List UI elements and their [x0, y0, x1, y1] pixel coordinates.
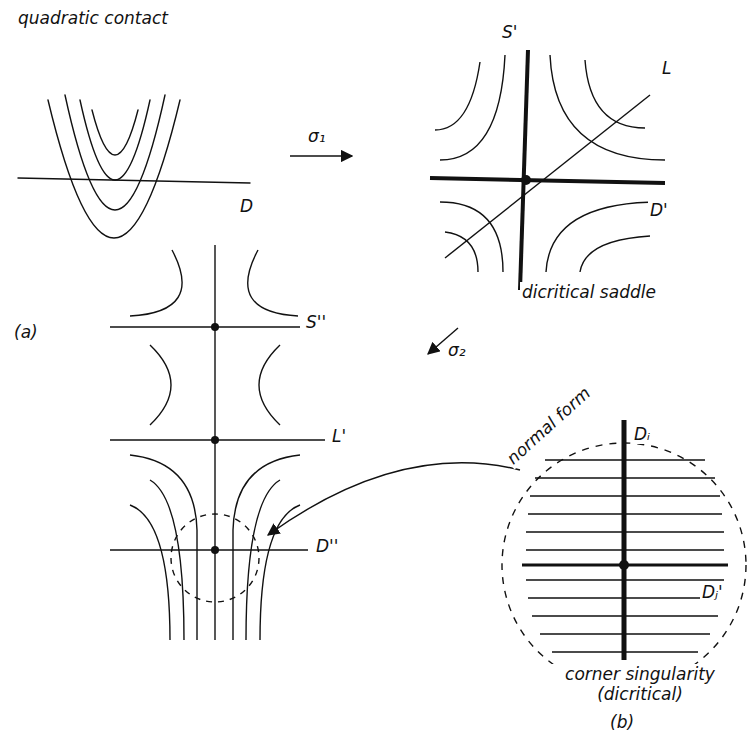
- leaf-curve: [440, 202, 503, 272]
- leaf-curve: [435, 62, 480, 130]
- divisor-line: [110, 326, 300, 327]
- leaf-curve: [246, 480, 280, 640]
- label-text: L': [330, 426, 348, 446]
- label-text: corner singularity (dicritical): [548, 664, 732, 705]
- label-text: D'': [314, 536, 340, 556]
- leaf-curve: [585, 60, 645, 128]
- leaf-curve: [65, 95, 165, 210]
- label-text: dicritical saddle: [520, 282, 658, 302]
- label-text: (b): [608, 712, 636, 732]
- blowup-arrow: [290, 155, 352, 156]
- singular-point: [619, 560, 629, 570]
- label-text: σ₁: [306, 126, 328, 146]
- panel-dicritical-saddle: [430, 50, 665, 290]
- leaf-curve: [445, 232, 478, 272]
- label-text: D: [238, 196, 255, 216]
- leaf-curve: [260, 505, 300, 640]
- divisor-line: [430, 178, 665, 183]
- label-text: σ₂: [446, 340, 468, 360]
- label-text: L: [660, 58, 673, 78]
- label-text: S': [500, 22, 519, 42]
- leaf-curve: [546, 202, 660, 272]
- divisor-line: [18, 178, 250, 183]
- leaf-curve: [580, 236, 650, 272]
- leaf-curve: [130, 250, 182, 316]
- blowup-arrows: [268, 156, 520, 535]
- label-text: S'': [304, 312, 328, 332]
- leaf-curve: [48, 100, 180, 238]
- panel-second-blowup: [110, 245, 325, 640]
- leaf-curve: [150, 480, 184, 640]
- leaf-curve: [440, 55, 505, 160]
- leaf-curve: [80, 100, 150, 180]
- divisor-line: [520, 50, 528, 290]
- panel-normal-form: [502, 420, 746, 687]
- leaf-curve: [259, 345, 280, 425]
- singular-point: [211, 436, 219, 444]
- leaf-curve: [92, 110, 138, 155]
- zoom-circle: [171, 514, 259, 602]
- label-text: (a): [12, 322, 40, 342]
- leaf-curve: [150, 345, 171, 425]
- panel-quadratic-contact: [18, 95, 250, 238]
- label-text: Dⱼ': [700, 582, 725, 602]
- divisor-line: [622, 420, 627, 660]
- singular-point: [211, 323, 219, 331]
- leaf-curve: [233, 455, 300, 640]
- leaf-curve: [130, 455, 197, 640]
- label-text: D': [648, 200, 670, 220]
- leaf-curve: [130, 505, 170, 640]
- label-text: quadratic contact: [16, 8, 170, 28]
- divisor-line: [110, 549, 308, 550]
- singular-point: [211, 546, 219, 554]
- leaf-curve: [550, 55, 665, 160]
- label-text: normal form: [501, 382, 596, 470]
- leaf-line: [445, 95, 650, 258]
- label-text: Dᵢ: [632, 424, 652, 444]
- leaf-curve: [248, 250, 298, 316]
- zoom-arrow: [268, 463, 520, 535]
- singular-point: [521, 175, 531, 185]
